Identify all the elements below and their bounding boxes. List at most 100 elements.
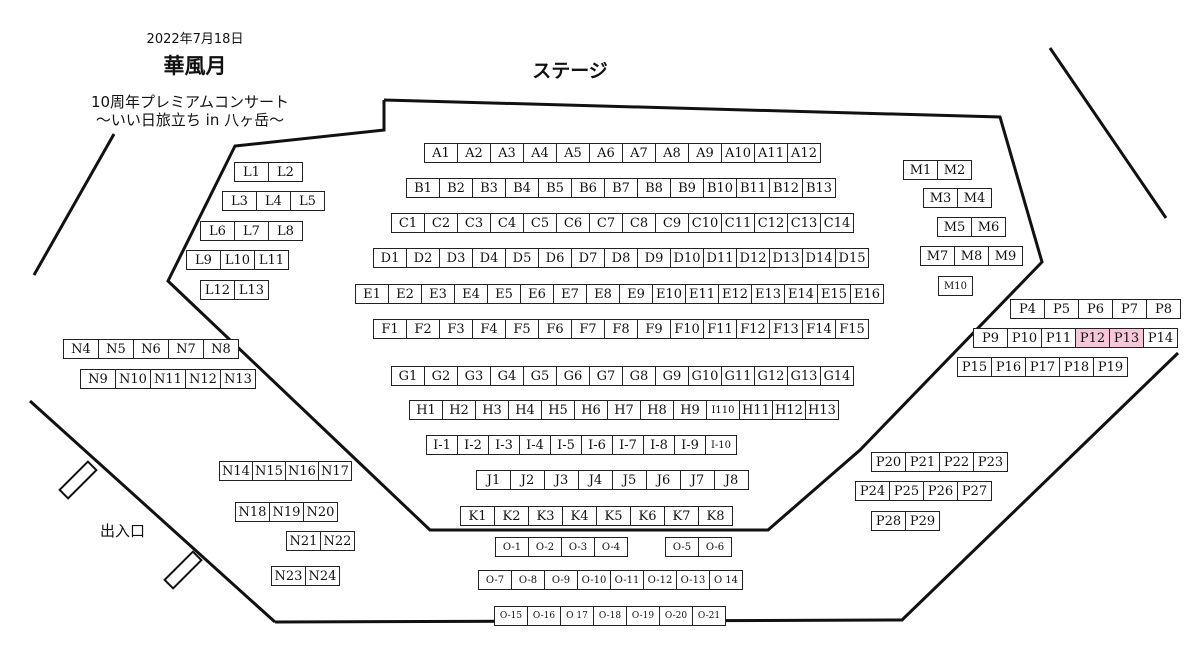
seat[interactable]: P14 bbox=[1143, 328, 1178, 348]
seat[interactable]: I-2 bbox=[457, 435, 489, 455]
seat[interactable]: H2 bbox=[442, 400, 476, 420]
seat[interactable]: N19 bbox=[269, 502, 304, 522]
seat[interactable]: C11 bbox=[721, 213, 755, 233]
seat[interactable]: G13 bbox=[787, 366, 821, 386]
seat[interactable]: F14 bbox=[802, 319, 836, 339]
seat[interactable]: G4 bbox=[490, 366, 524, 386]
seat[interactable]: M3 bbox=[923, 188, 958, 208]
seat[interactable]: K8 bbox=[698, 506, 733, 526]
seat[interactable]: G14 bbox=[820, 366, 854, 386]
seat[interactable]: B13 bbox=[802, 178, 836, 198]
seat[interactable]: P5 bbox=[1044, 299, 1079, 319]
seat[interactable]: F4 bbox=[472, 319, 506, 339]
seat[interactable]: M7 bbox=[920, 246, 955, 266]
seat[interactable]: D13 bbox=[769, 248, 803, 268]
seat[interactable]: A10 bbox=[721, 143, 755, 163]
seat[interactable]: M1 bbox=[903, 160, 938, 180]
seat[interactable]: G1 bbox=[391, 366, 425, 386]
seat[interactable]: L4 bbox=[256, 191, 291, 211]
seat[interactable]: P11 bbox=[1041, 328, 1076, 348]
seat[interactable]: A3 bbox=[490, 143, 524, 163]
seat[interactable]: O-12 bbox=[643, 570, 677, 590]
seat[interactable]: E9 bbox=[619, 284, 653, 304]
seat[interactable]: H8 bbox=[640, 400, 674, 420]
seat[interactable]: N7 bbox=[168, 339, 204, 359]
seat-highlighted[interactable]: P12 bbox=[1075, 328, 1110, 348]
seat[interactable]: H11 bbox=[739, 400, 773, 420]
seat[interactable]: M8 bbox=[954, 246, 989, 266]
seat[interactable]: O-20 bbox=[659, 606, 693, 626]
seat[interactable]: B6 bbox=[571, 178, 605, 198]
seat[interactable]: D10 bbox=[670, 248, 704, 268]
seat[interactable]: O-13 bbox=[676, 570, 710, 590]
seat[interactable]: L9 bbox=[186, 250, 221, 270]
seat[interactable]: O-8 bbox=[511, 570, 545, 590]
seat[interactable]: E4 bbox=[454, 284, 488, 304]
seat[interactable]: D1 bbox=[373, 248, 407, 268]
seat[interactable]: M5 bbox=[937, 217, 972, 237]
seat[interactable]: B5 bbox=[538, 178, 572, 198]
seat[interactable]: C8 bbox=[622, 213, 656, 233]
seat[interactable]: N22 bbox=[320, 531, 355, 551]
seat[interactable]: K7 bbox=[664, 506, 699, 526]
seat[interactable]: M4 bbox=[957, 188, 992, 208]
seat[interactable]: P20 bbox=[871, 452, 906, 472]
seat[interactable]: F15 bbox=[835, 319, 869, 339]
seat[interactable]: N18 bbox=[235, 502, 270, 522]
seat[interactable]: H12 bbox=[772, 400, 806, 420]
seat[interactable]: O 14 bbox=[709, 570, 743, 590]
seat[interactable]: H6 bbox=[574, 400, 608, 420]
seat[interactable]: H1 bbox=[409, 400, 443, 420]
seat[interactable]: B9 bbox=[670, 178, 704, 198]
seat[interactable]: H5 bbox=[541, 400, 575, 420]
seat[interactable]: D6 bbox=[538, 248, 572, 268]
seat[interactable]: C5 bbox=[523, 213, 557, 233]
seat[interactable]: D14 bbox=[802, 248, 836, 268]
seat[interactable]: E13 bbox=[751, 284, 785, 304]
seat[interactable]: D9 bbox=[637, 248, 671, 268]
seat[interactable]: N17 bbox=[318, 461, 352, 481]
seat[interactable]: P26 bbox=[923, 481, 958, 501]
seat[interactable]: G6 bbox=[556, 366, 590, 386]
seat[interactable]: L10 bbox=[220, 250, 255, 270]
seat[interactable]: L5 bbox=[290, 191, 325, 211]
seat[interactable]: I110 bbox=[706, 400, 740, 420]
seat[interactable]: A4 bbox=[523, 143, 557, 163]
seat[interactable]: O-15 bbox=[494, 606, 528, 626]
seat[interactable]: L3 bbox=[222, 191, 257, 211]
seat[interactable]: O-6 bbox=[698, 537, 732, 557]
seat[interactable]: G7 bbox=[589, 366, 623, 386]
seat[interactable]: K3 bbox=[528, 506, 563, 526]
seat[interactable]: K1 bbox=[460, 506, 495, 526]
seat[interactable]: P10 bbox=[1007, 328, 1042, 348]
seat[interactable]: J5 bbox=[612, 470, 647, 490]
seat[interactable]: B10 bbox=[703, 178, 737, 198]
seat[interactable]: O-18 bbox=[593, 606, 627, 626]
seat[interactable]: D7 bbox=[571, 248, 605, 268]
seat[interactable]: I-3 bbox=[488, 435, 520, 455]
seat[interactable]: H3 bbox=[475, 400, 509, 420]
seat[interactable]: E11 bbox=[685, 284, 719, 304]
seat[interactable]: C14 bbox=[820, 213, 854, 233]
seat[interactable]: B1 bbox=[406, 178, 440, 198]
seat[interactable]: N15 bbox=[252, 461, 286, 481]
seat[interactable]: C9 bbox=[655, 213, 689, 233]
seat[interactable]: B12 bbox=[769, 178, 803, 198]
seat[interactable]: I-8 bbox=[643, 435, 675, 455]
seat[interactable]: E12 bbox=[718, 284, 752, 304]
seat[interactable]: P28 bbox=[871, 511, 906, 531]
seat[interactable]: H9 bbox=[673, 400, 707, 420]
seat[interactable]: F13 bbox=[769, 319, 803, 339]
seat[interactable]: G5 bbox=[523, 366, 557, 386]
seat[interactable]: N24 bbox=[305, 566, 340, 586]
seat[interactable]: E16 bbox=[850, 284, 884, 304]
seat[interactable]: P4 bbox=[1010, 299, 1045, 319]
seat[interactable]: A12 bbox=[787, 143, 821, 163]
seat[interactable]: C4 bbox=[490, 213, 524, 233]
seat[interactable]: L1 bbox=[234, 162, 269, 182]
seat[interactable]: P22 bbox=[939, 452, 974, 472]
seat[interactable]: E14 bbox=[784, 284, 818, 304]
seat[interactable]: J6 bbox=[646, 470, 681, 490]
seat[interactable]: L11 bbox=[254, 250, 289, 270]
seat[interactable]: L8 bbox=[268, 221, 303, 241]
